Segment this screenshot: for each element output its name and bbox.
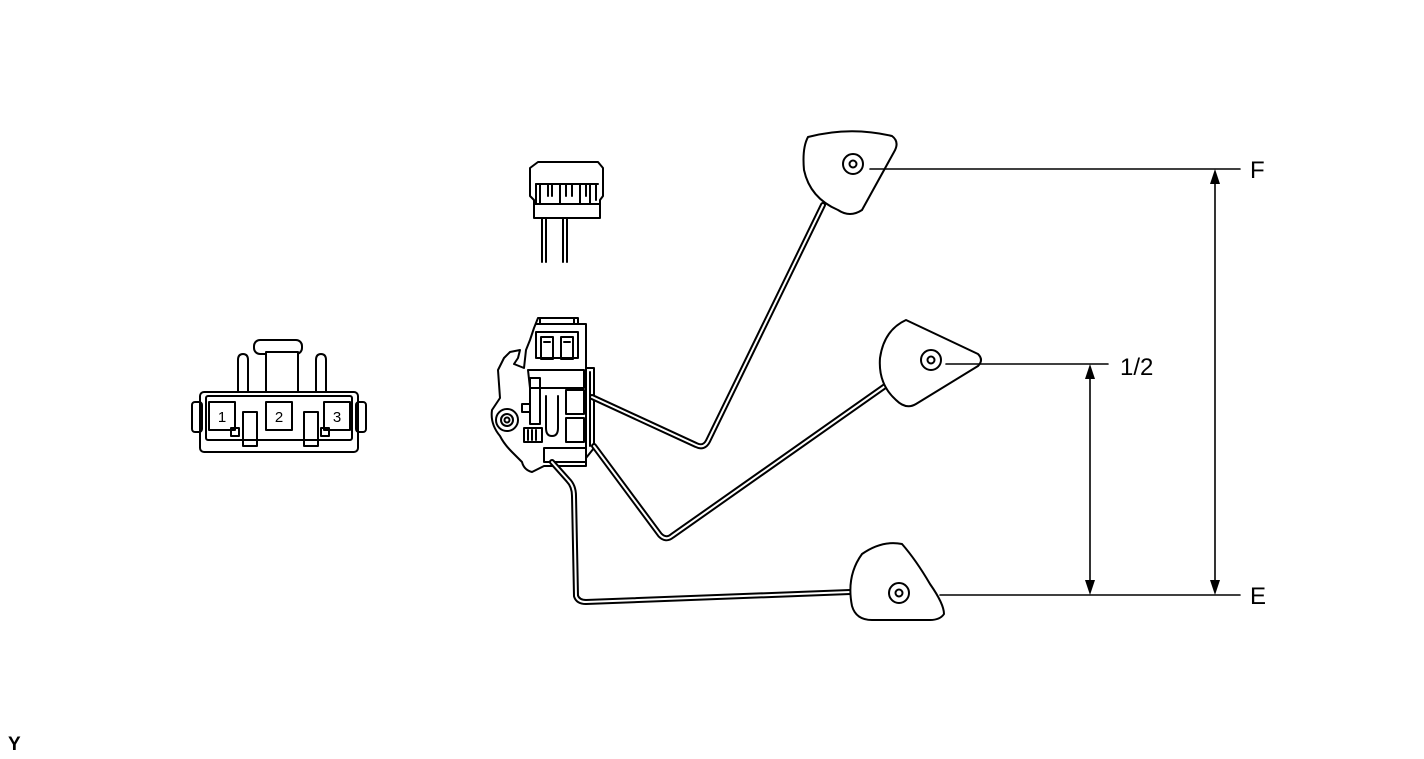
level-reference-lines	[869, 168, 1241, 596]
pin-1-label: 1	[218, 409, 226, 426]
float-arm-empty	[549, 459, 945, 621]
half-level-label: 1/2	[1120, 354, 1153, 381]
pin-3-label: 3	[333, 409, 341, 426]
pin-3-cavity	[323, 401, 351, 431]
pin-2-label: 2	[275, 409, 283, 426]
sender-unit-body	[490, 317, 595, 473]
empty-level-label: E	[1250, 583, 1266, 610]
full-level-label: F	[1250, 157, 1265, 184]
float-arm-half	[591, 319, 982, 542]
pin-2-cavity	[265, 401, 293, 431]
sender-connector-plug	[529, 161, 604, 263]
illustration-code: Y	[8, 734, 21, 755]
float-arm-full	[589, 130, 898, 450]
dimension-arrowheads	[1085, 169, 1220, 595]
pin-1-cavity	[208, 401, 236, 431]
connector-front-view	[191, 339, 367, 453]
